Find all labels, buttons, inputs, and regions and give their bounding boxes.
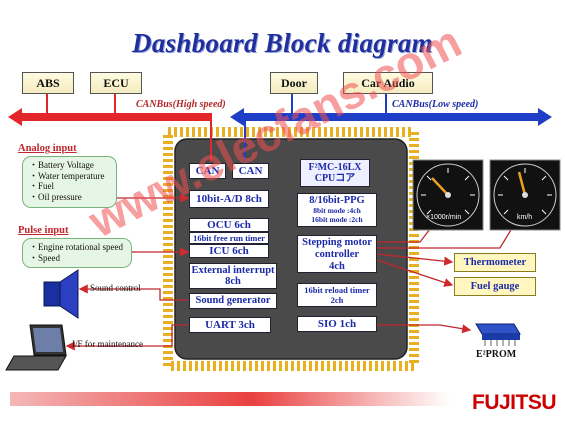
analog-item: ・Fuel bbox=[29, 181, 55, 191]
speedometer-gauge bbox=[489, 159, 561, 231]
pulse-input-heading: Pulse input bbox=[18, 225, 69, 236]
tachometer-gauge bbox=[412, 159, 484, 231]
fujitsu-logo: FUJITSU bbox=[472, 391, 557, 414]
ecu-box: ECU bbox=[90, 72, 142, 94]
pulse-input-box: ・Engine rotational speed ・Speed bbox=[22, 238, 132, 268]
analog-item: ・Battery Voltage bbox=[29, 160, 94, 170]
car-audio-box: Car Audio bbox=[343, 72, 433, 94]
chip-pins bbox=[163, 127, 419, 371]
icu-block: ICU 6ch bbox=[189, 244, 269, 258]
ppg-block: 8/16bit-PPG 8bit mode :4ch 16bit mode :2… bbox=[297, 193, 377, 227]
uart-block: UART 3ch bbox=[189, 317, 271, 333]
maintenance-label: I/F for maintenance bbox=[72, 339, 143, 349]
reload-timer-block: 16bit reload timer 2ch bbox=[297, 283, 377, 307]
analog-input-heading: Analog input bbox=[18, 143, 77, 154]
fuel-gauge-box: Fuel gauge bbox=[454, 277, 536, 296]
cpu-core-block: F²MC-16LX CPUコア bbox=[300, 159, 370, 187]
stepping-motor-block: Stepping motor controller 4ch bbox=[297, 235, 377, 273]
bottom-band bbox=[10, 392, 450, 406]
abs-box: ABS bbox=[22, 72, 74, 94]
sound-generator-block: Sound generator bbox=[189, 293, 277, 309]
canbus-low-arrow bbox=[230, 92, 552, 162]
thermometer-box: Thermometer bbox=[454, 253, 536, 272]
pulse-item: ・Speed bbox=[29, 252, 61, 263]
adc-block: 10bit-A/D 8ch bbox=[189, 190, 269, 208]
canbus-low-label: CANBus(Low speed) bbox=[392, 99, 479, 110]
external-interrupt-block: External interrupt 8ch bbox=[189, 263, 277, 289]
analog-item: ・Water temperature bbox=[29, 170, 105, 181]
analog-item: ・Oil pressure bbox=[29, 191, 82, 202]
eeprom-label: E²PROM bbox=[476, 349, 517, 360]
sio-block: SIO 1ch bbox=[297, 316, 377, 332]
free-run-timer-block: 16bit free run timer bbox=[189, 232, 269, 244]
ocu-block: OCU 6ch bbox=[189, 218, 269, 232]
canbus-high-arrow bbox=[8, 92, 212, 162]
analog-input-box: ・Battery Voltage ・Water temperature ・Fue… bbox=[22, 156, 117, 208]
eeprom-icon bbox=[475, 323, 521, 346]
pulse-item: ・Engine rotational speed bbox=[29, 242, 123, 252]
diagram-title: Dashboard Block diagram bbox=[132, 28, 433, 58]
canbus-high-label: CANBus(High speed) bbox=[136, 99, 226, 110]
door-box: Door bbox=[270, 72, 318, 94]
tacho-unit: ×1000r/min bbox=[426, 214, 462, 221]
can-block-2: CAN bbox=[232, 163, 269, 179]
speed-unit: km/h bbox=[517, 214, 533, 221]
laptop-icon bbox=[5, 324, 67, 371]
can-block-1: CAN bbox=[189, 163, 226, 179]
speaker-icon bbox=[43, 269, 79, 319]
sound-control-label: Sound control bbox=[90, 283, 141, 293]
